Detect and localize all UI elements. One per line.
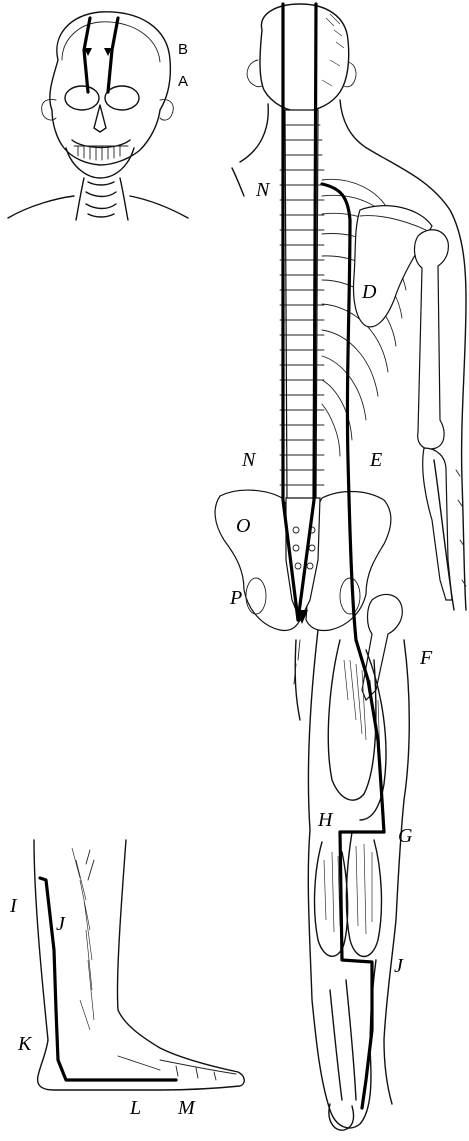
skull-front-view: [8, 12, 188, 220]
label-f: F: [419, 647, 433, 669]
label-i: I: [9, 895, 18, 917]
label-p: P: [229, 587, 242, 609]
label-a: A: [178, 73, 188, 90]
label-m: M: [177, 1097, 196, 1119]
thigh-muscles: [328, 594, 402, 820]
label-k: K: [17, 1033, 33, 1055]
label-o: O: [236, 515, 250, 537]
arm-bones: [415, 230, 466, 610]
label-j-foot: J: [56, 913, 66, 935]
label-h: H: [317, 809, 334, 831]
label-n-lower: N: [241, 449, 257, 471]
label-j-leg: J: [394, 955, 404, 977]
pelvis: [215, 490, 391, 630]
skeleton-back-view: [215, 4, 466, 1130]
label-e: E: [369, 449, 382, 471]
foot-side-view: [34, 840, 244, 1090]
label-b: B: [178, 41, 188, 58]
label-n-upper: N: [255, 179, 271, 201]
label-l: L: [129, 1097, 141, 1119]
vertebral-column: [280, 110, 324, 500]
label-d: D: [361, 281, 377, 303]
label-g: G: [398, 825, 413, 847]
